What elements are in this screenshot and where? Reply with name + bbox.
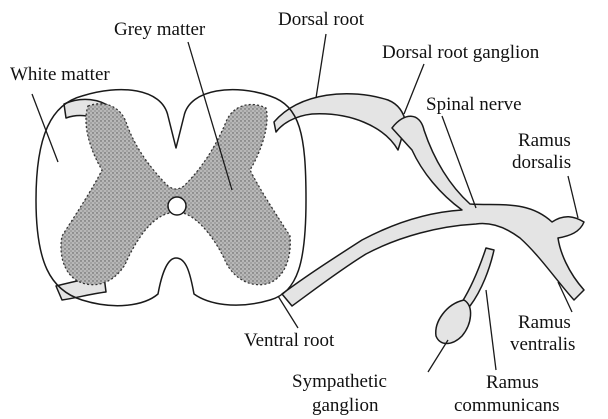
leader-dorsal-root bbox=[316, 34, 326, 98]
ramus-communicans bbox=[462, 248, 494, 306]
leader-ramus-communicans bbox=[486, 290, 496, 370]
label-ramus-ventralis-line2: ventralis bbox=[510, 334, 575, 355]
label-spinal-nerve: Spinal nerve bbox=[426, 94, 522, 115]
label-sympathetic-ganglion-line2: ganglion bbox=[312, 395, 379, 416]
leader-sympathetic-ganglion bbox=[428, 340, 448, 372]
dorsal-root bbox=[274, 94, 406, 150]
label-grey-matter: Grey matter bbox=[114, 19, 206, 40]
leader-white-matter bbox=[32, 94, 58, 162]
central-canal bbox=[168, 197, 186, 215]
label-ramus-communicans-line1: Ramus bbox=[486, 372, 539, 393]
label-ramus-communicans-line2: communicans bbox=[454, 395, 560, 416]
label-ventral-root: Ventral root bbox=[244, 330, 335, 351]
leader-dorsal-root-ganglion bbox=[404, 64, 424, 114]
leader-ramus-dorsalis bbox=[568, 176, 578, 218]
label-dorsal-root-ganglion: Dorsal root ganglion bbox=[382, 42, 540, 63]
label-ramus-dorsalis-line2: dorsalis bbox=[512, 152, 571, 173]
label-dorsal-root: Dorsal root bbox=[278, 9, 365, 30]
label-ramus-ventralis-line1: Ramus bbox=[518, 312, 571, 333]
label-sympathetic-ganglion-line1: Sympathetic bbox=[292, 371, 387, 392]
sympathetic-ganglion bbox=[436, 300, 471, 344]
label-white-matter: White matter bbox=[10, 64, 110, 85]
label-ramus-dorsalis-line1: Ramus bbox=[518, 130, 571, 151]
